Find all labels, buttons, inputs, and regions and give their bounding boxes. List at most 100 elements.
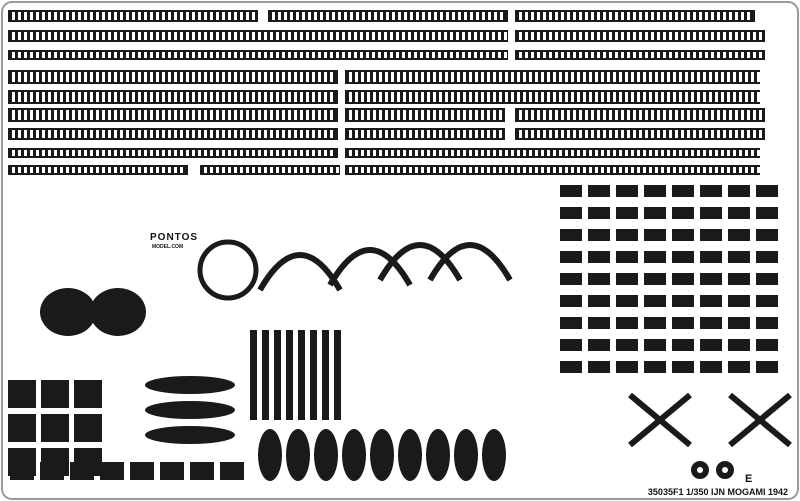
railing-gap bbox=[633, 32, 636, 40]
railing-gap bbox=[673, 167, 676, 173]
railing-gap bbox=[180, 130, 183, 138]
bottom-part bbox=[220, 462, 244, 480]
railing-gap bbox=[330, 92, 333, 102]
railing-gap bbox=[663, 52, 666, 58]
railing-gap bbox=[721, 72, 724, 82]
railing-gap bbox=[144, 150, 147, 156]
boat-part bbox=[145, 376, 235, 394]
small-part bbox=[560, 361, 582, 373]
railing-gap bbox=[613, 150, 616, 156]
railing-gap bbox=[457, 150, 460, 156]
railing-gap bbox=[361, 150, 364, 156]
railing-gap bbox=[144, 167, 147, 173]
railing-gap bbox=[349, 72, 352, 82]
railing-gap bbox=[553, 167, 556, 173]
railing-gap bbox=[651, 12, 654, 20]
railing-gap bbox=[421, 150, 424, 156]
railing-gap bbox=[567, 130, 570, 138]
railing-gap bbox=[585, 12, 588, 20]
railing-gap bbox=[90, 167, 93, 173]
railing-gap bbox=[282, 32, 285, 40]
railing-gap bbox=[150, 130, 153, 138]
railing-gap bbox=[210, 167, 213, 173]
railing-gap bbox=[361, 92, 364, 102]
railing-gap bbox=[210, 130, 213, 138]
shield-part bbox=[426, 429, 450, 481]
railing-gap bbox=[661, 167, 664, 173]
railing-gap bbox=[114, 72, 117, 82]
railing-gap bbox=[571, 72, 574, 82]
railing-gap bbox=[374, 12, 377, 20]
railing-gap bbox=[288, 92, 291, 102]
railing-gap bbox=[567, 12, 570, 20]
railing-gap bbox=[120, 150, 123, 156]
railing-gap bbox=[627, 130, 630, 138]
railing-gap bbox=[246, 32, 249, 40]
railing-gap bbox=[649, 150, 652, 156]
small-part bbox=[728, 185, 750, 197]
railing-gap bbox=[583, 150, 586, 156]
shield-part bbox=[454, 429, 478, 481]
railing-gap bbox=[432, 52, 435, 58]
railing-gap bbox=[511, 150, 514, 156]
railing-gap bbox=[711, 32, 714, 40]
railing-gap bbox=[655, 72, 658, 82]
railing-gap bbox=[445, 110, 448, 120]
panel-part bbox=[41, 414, 69, 442]
railing-gap bbox=[727, 72, 730, 82]
railing-gap bbox=[451, 167, 454, 173]
railing-gap bbox=[312, 32, 315, 40]
railing-gap bbox=[180, 12, 183, 20]
railing-gap bbox=[96, 32, 99, 40]
railing-gap bbox=[228, 150, 231, 156]
railing-gap bbox=[361, 167, 364, 173]
railing-gap bbox=[156, 32, 159, 40]
railing-gap bbox=[290, 12, 293, 20]
railing-gap bbox=[709, 92, 712, 102]
railing-gap bbox=[619, 72, 622, 82]
railing-gap bbox=[367, 150, 370, 156]
railing-gap bbox=[607, 167, 610, 173]
railing-gap bbox=[114, 92, 117, 102]
railing-gap bbox=[639, 130, 642, 138]
railing-gap bbox=[597, 130, 600, 138]
small-part bbox=[672, 339, 694, 351]
railing-gap bbox=[192, 72, 195, 82]
railing-gap bbox=[150, 72, 153, 82]
railing-gap bbox=[645, 52, 648, 58]
railing-gap bbox=[421, 72, 424, 82]
railing-gap bbox=[78, 110, 81, 120]
railing-gap bbox=[589, 167, 592, 173]
railing-gap bbox=[198, 92, 201, 102]
railing-gap bbox=[601, 92, 604, 102]
railing-gap bbox=[445, 72, 448, 82]
railing-gap bbox=[439, 167, 442, 173]
railing-gap bbox=[681, 12, 684, 20]
railing-gap bbox=[535, 92, 538, 102]
railing-gap bbox=[216, 52, 219, 58]
boat-part bbox=[145, 401, 235, 419]
railing-gap bbox=[391, 92, 394, 102]
railing-gap bbox=[421, 130, 424, 138]
railing-gap bbox=[420, 52, 423, 58]
railing-gap bbox=[715, 150, 718, 156]
railing-gap bbox=[349, 167, 352, 173]
railing-gap bbox=[687, 12, 690, 20]
railing-gap bbox=[126, 167, 129, 173]
railing-gap bbox=[372, 32, 375, 40]
railing-gap bbox=[535, 150, 538, 156]
railing-gap bbox=[663, 12, 666, 20]
railing-gap bbox=[162, 12, 165, 20]
railing-gap bbox=[276, 110, 279, 120]
railing-gap bbox=[312, 72, 315, 82]
railing-gap bbox=[96, 52, 99, 58]
railing-gap bbox=[661, 92, 664, 102]
railing-gap bbox=[475, 167, 478, 173]
railing-gap bbox=[246, 12, 249, 20]
railing-gap bbox=[294, 52, 297, 58]
railing-gap bbox=[517, 167, 520, 173]
railing-gap bbox=[264, 110, 267, 120]
railing-gap bbox=[192, 52, 195, 58]
railing-gap bbox=[60, 52, 63, 58]
railing-gap bbox=[439, 130, 442, 138]
